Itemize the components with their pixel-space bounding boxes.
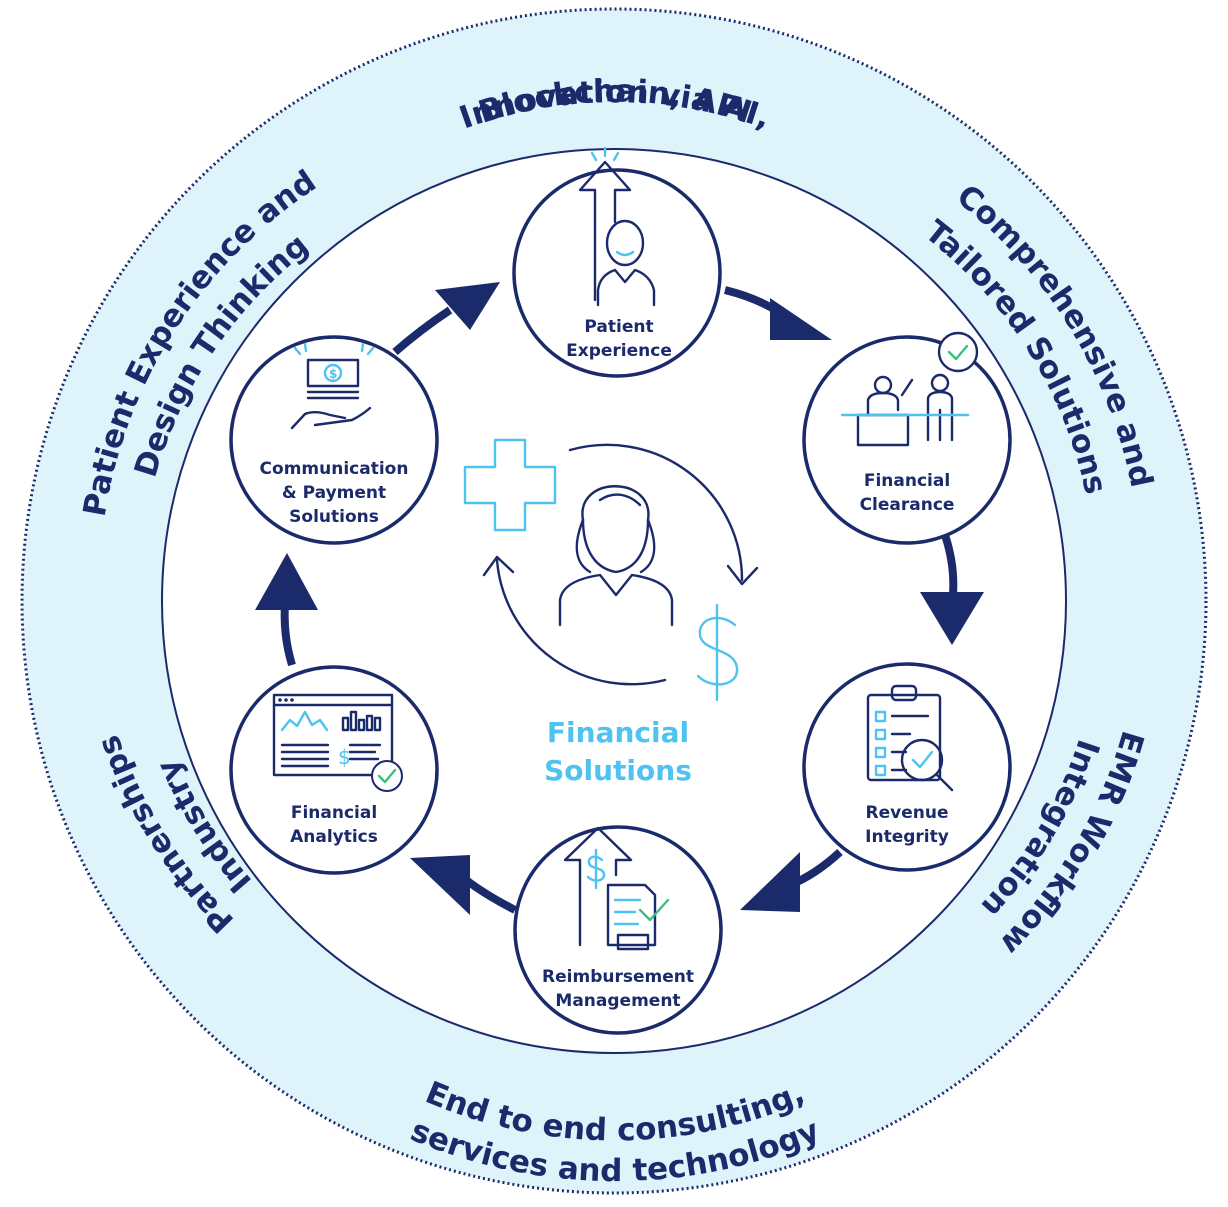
medical-cross-icon — [463, 438, 557, 532]
node-label-line1: Revenue — [866, 803, 949, 823]
node-communication-payment[interactable]: $ Communication & Payment Solutions — [229, 335, 439, 545]
cycle-arrows — [255, 282, 984, 915]
node-label-line2: & Payment — [282, 483, 386, 503]
node-label-line2: Analytics — [290, 827, 378, 847]
node-revenue-integrity[interactable]: Revenue Integrity — [802, 662, 1012, 872]
node-financial-analytics[interactable]: $ Financial Analytics — [229, 665, 439, 875]
cycle-arrowhead-left-icon — [482, 555, 515, 577]
arrowhead-clearance-to-revenue — [920, 592, 984, 645]
clipboard-magnifier-icon — [866, 684, 954, 792]
node-label-line2: Management — [555, 991, 680, 1011]
cycle-arc-icon — [568, 443, 744, 582]
cycle-arrowhead-right-icon — [726, 564, 759, 586]
node-label-line1: Financial — [291, 803, 377, 823]
cycle-arc-lower-icon — [495, 558, 667, 686]
arrow-clearance-to-revenue — [941, 533, 958, 596]
node-label-line2: Experience — [566, 341, 672, 361]
arrowhead-reimbursement-to-analytics — [410, 855, 470, 915]
center-label-line2: Solutions — [544, 754, 692, 787]
node-label-line1: Financial — [864, 471, 950, 491]
dollar-mini-icon: $ — [338, 745, 351, 769]
arrowhead-patient-to-clearance — [770, 298, 832, 340]
node-label-line1: Patient — [584, 317, 653, 337]
patient-growth-icon — [578, 146, 656, 307]
node-label-line1: Reimbursement — [542, 967, 694, 987]
node-label-line2: Clearance — [860, 495, 955, 515]
center-label-line1: Financial — [547, 716, 689, 749]
analytics-dashboard-icon: $ — [272, 693, 403, 792]
node-reimbursement-management[interactable]: Reimbursement Management — [513, 825, 723, 1035]
center-graphic: Financial Solutions — [463, 438, 759, 787]
arrowhead-analytics-to-communication — [255, 553, 318, 610]
dollar-receipt-icon — [563, 826, 670, 951]
hand-money-icon: $ — [290, 342, 375, 430]
node-label-line2: Integrity — [865, 827, 949, 847]
arrow-analytics-to-communication — [280, 604, 296, 667]
arrowhead-revenue-to-reimbursement — [740, 852, 800, 912]
node-patient-experience[interactable]: Patient Experience — [512, 146, 722, 378]
front-desk-checkin-icon — [840, 331, 979, 447]
dollar-sign-icon — [696, 603, 739, 702]
dollar-bill-icon: $ — [329, 367, 337, 381]
node-label-line1: Communication — [260, 459, 409, 479]
node-financial-clearance[interactable]: Financial Clearance — [802, 331, 1012, 545]
arrowhead-communication-to-patient — [435, 282, 500, 330]
person-icon — [558, 485, 674, 627]
node-label-line3: Solutions — [289, 507, 379, 527]
arrow-communication-to-patient — [392, 306, 453, 356]
